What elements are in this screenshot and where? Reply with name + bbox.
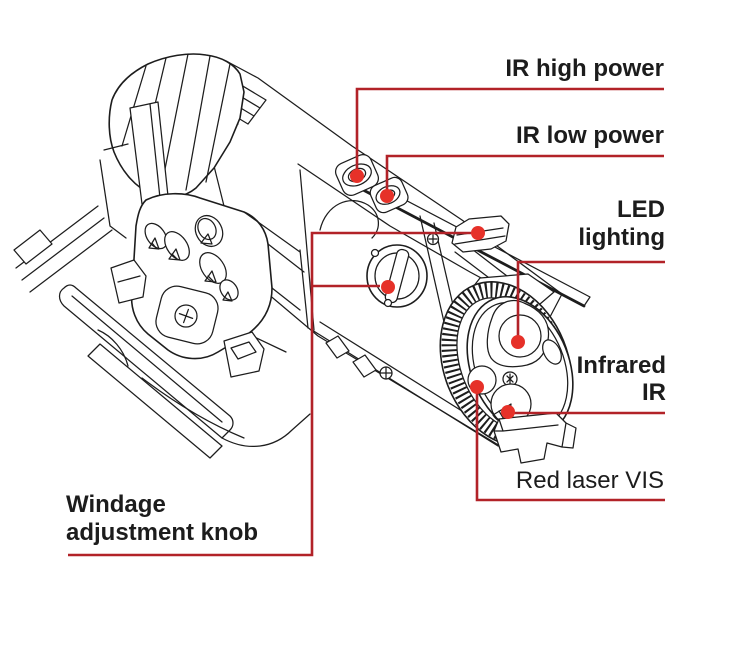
label-led-lighting: LED lighting: [578, 196, 665, 252]
callout-dot-red-laser-vis: [470, 380, 484, 394]
callout-dot-windage-rail: [471, 226, 485, 240]
label-text: Windage: [66, 491, 166, 518]
callout-windage-adjustment-knob: [68, 226, 485, 557]
label-text: adjustment knob: [66, 519, 259, 546]
label-text: IR high power: [505, 55, 664, 82]
label-text: IR low power: [515, 122, 664, 149]
label-red-laser-vis: Red laser VIS: [516, 467, 664, 495]
label-text: LED: [617, 196, 665, 223]
callout-dot-led-lighting: [511, 335, 525, 349]
label-ir-high-power: IR high power: [505, 55, 664, 83]
bracket-holes: [144, 214, 239, 302]
callout-dot-ir-low-power: [380, 189, 394, 203]
label-text: IR: [642, 379, 666, 406]
label-infrared-ir: Infrared IR: [577, 352, 666, 406]
callout-infrared-ir: [501, 405, 665, 419]
label-ir-low-power: IR low power: [516, 122, 664, 150]
battery-cap: [99, 53, 245, 239]
callout-dot-windage-knob: [381, 280, 395, 294]
callouts: [68, 87, 665, 557]
rail-foot: [493, 412, 567, 464]
callout-ir-low-power: [380, 154, 664, 203]
label-text: Red laser VIS: [515, 467, 664, 494]
callout-dot-infrared-ir: [501, 405, 515, 419]
callout-ir-high-power: [350, 87, 664, 183]
callout-led-lighting: [511, 260, 665, 349]
mount-bracket: [13, 192, 311, 459]
device-illustration: [13, 53, 591, 464]
label-text: Infrared: [576, 352, 666, 379]
label-windage-adjustment-knob: Windage adjustment knob: [66, 491, 258, 547]
callout-red-laser-vis: [470, 380, 665, 502]
callout-dot-ir-high-power: [350, 169, 364, 183]
label-text: lighting: [578, 224, 665, 251]
